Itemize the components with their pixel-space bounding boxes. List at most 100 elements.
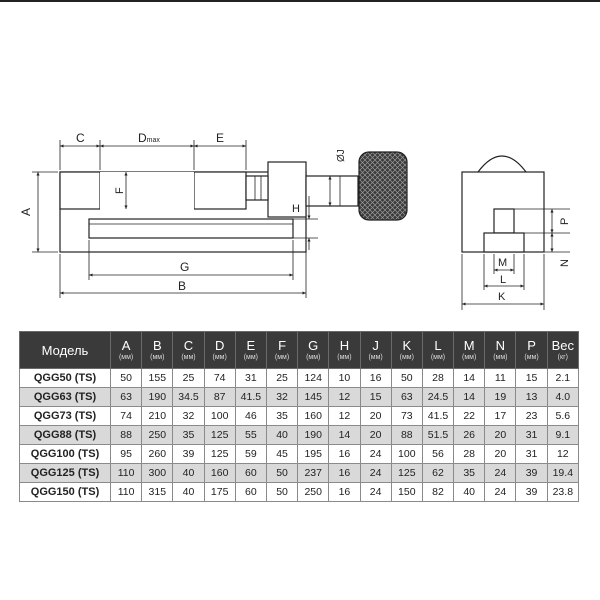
- value-cell: 14: [328, 425, 361, 445]
- value-cell: 50: [265, 482, 299, 502]
- jaw-gap: [100, 172, 194, 210]
- value-cell: 14: [453, 368, 486, 388]
- value-cell: 20: [484, 444, 517, 464]
- value-cell: 11: [484, 368, 517, 388]
- value-cell: 12: [546, 444, 580, 464]
- value-cell: 16: [328, 482, 361, 502]
- value-cell: 110: [110, 482, 143, 502]
- column-header-unit: (кг): [557, 354, 568, 361]
- value-cell: 195: [297, 444, 330, 464]
- model-cell: QGG50 (TS): [18, 368, 112, 388]
- value-cell: 74: [110, 406, 143, 426]
- model-cell: QGG125 (TS): [18, 463, 112, 483]
- value-cell: 17: [484, 406, 517, 426]
- column-header-label: A: [121, 338, 131, 353]
- value-cell: 125: [203, 425, 236, 445]
- screw-block: [245, 175, 269, 201]
- column-header: N(мм): [484, 331, 517, 369]
- model-cell: QGG63 (TS): [18, 387, 112, 407]
- value-cell: 31: [234, 368, 267, 388]
- value-cell: 28: [421, 368, 455, 388]
- dim-label-m: M: [498, 257, 507, 269]
- value-cell: 260: [141, 444, 174, 464]
- knob-dome: [477, 155, 527, 173]
- column-header-unit: (мм): [243, 354, 258, 361]
- value-cell: 62: [421, 463, 455, 483]
- column-header-label: G: [308, 338, 319, 353]
- column-header: F(мм): [265, 331, 299, 369]
- column-header-label: P: [527, 338, 536, 353]
- value-cell: 40: [265, 425, 299, 445]
- value-cell: 35: [265, 406, 299, 426]
- column-header: L(мм): [421, 331, 455, 369]
- value-cell: 26: [453, 425, 486, 445]
- value-cell: 315: [141, 482, 174, 502]
- value-cell: 20: [359, 425, 392, 445]
- value-cell: 19: [484, 387, 517, 407]
- dim-label-a: A: [19, 208, 33, 216]
- value-cell: 155: [141, 368, 174, 388]
- value-cell: 28: [453, 444, 486, 464]
- value-cell: 50: [265, 463, 299, 483]
- value-cell: 51.5: [421, 425, 455, 445]
- value-cell: 20: [359, 406, 392, 426]
- column-header: G(мм): [297, 331, 330, 369]
- value-cell: 34.5: [172, 387, 205, 407]
- screw-housing: [267, 161, 307, 218]
- value-cell: 190: [141, 387, 174, 407]
- t-slot-top: [493, 208, 515, 234]
- column-header: D(мм): [203, 331, 236, 369]
- column-header-label: M: [463, 338, 475, 353]
- column-header-label: H: [339, 338, 350, 353]
- dim-label-d: Dmax: [138, 131, 160, 145]
- value-cell: 24.5: [421, 387, 455, 407]
- value-cell: 24: [359, 463, 392, 483]
- value-cell: 124: [297, 368, 330, 388]
- model-cell: QGG88 (TS): [18, 425, 112, 445]
- value-cell: 19.4: [546, 463, 580, 483]
- value-cell: 10: [328, 368, 361, 388]
- column-header-label: J: [372, 338, 379, 353]
- column-header: H(мм): [328, 331, 361, 369]
- value-cell: 40: [453, 482, 486, 502]
- column-header: E(мм): [234, 331, 267, 369]
- value-cell: 9.1: [546, 425, 580, 445]
- column-header-unit: (мм): [462, 354, 477, 361]
- value-cell: 50: [110, 368, 143, 388]
- column-header-unit: (мм): [493, 354, 508, 361]
- column-header-unit: (мм): [212, 354, 227, 361]
- column-header-unit: (мм): [274, 354, 290, 361]
- value-cell: 250: [141, 425, 174, 445]
- value-cell: 32: [265, 387, 299, 407]
- dim-label-e: E: [216, 131, 224, 145]
- value-cell: 16: [328, 463, 361, 483]
- column-header-label: K: [402, 338, 412, 353]
- column-header: C(мм): [172, 331, 205, 369]
- value-cell: 12: [328, 387, 361, 407]
- column-header-unit: (мм): [306, 354, 321, 361]
- value-cell: 74: [203, 368, 236, 388]
- value-cell: 56: [421, 444, 455, 464]
- value-cell: 125: [390, 463, 423, 483]
- column-header: A(мм): [110, 331, 143, 369]
- value-cell: 35: [172, 425, 205, 445]
- dim-label-l: L: [500, 274, 506, 286]
- value-cell: 41.5: [421, 406, 455, 426]
- column-header: P(мм): [515, 331, 548, 369]
- value-cell: 16: [328, 444, 361, 464]
- value-cell: 82: [421, 482, 455, 502]
- value-cell: 39: [515, 463, 548, 483]
- column-header-unit: (мм): [337, 354, 352, 361]
- column-header-unit: (мм): [430, 354, 446, 361]
- value-cell: 88: [390, 425, 423, 445]
- dim-label-j: ØJ: [336, 149, 347, 162]
- column-header-label: N: [495, 338, 506, 353]
- column-header-label: C: [183, 338, 194, 353]
- value-cell: 145: [297, 387, 330, 407]
- value-cell: 55: [234, 425, 267, 445]
- dim-label-c: C: [76, 131, 85, 145]
- value-cell: 25: [265, 368, 299, 388]
- column-header-label: L: [434, 338, 442, 353]
